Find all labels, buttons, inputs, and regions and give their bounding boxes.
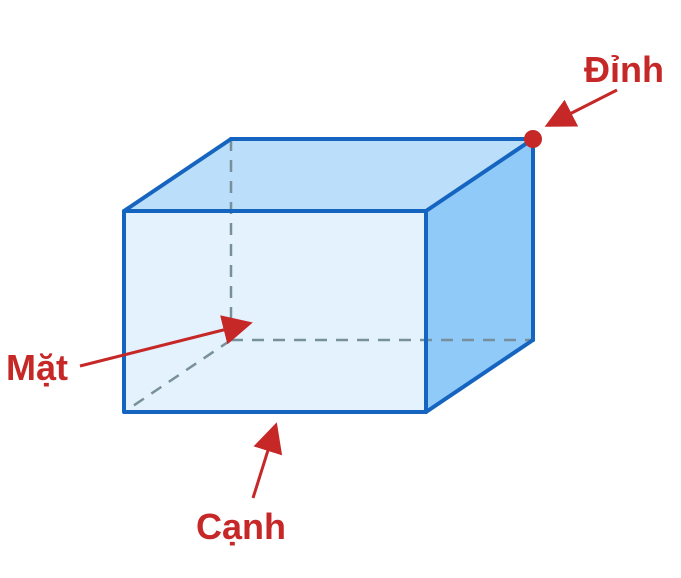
top-face [124, 139, 533, 211]
edge-top-right-depth [424, 137, 535, 213]
face-label: Mặt [6, 347, 68, 388]
edge-bottom-right-depth [424, 338, 535, 414]
vertex-arrow [544, 88, 618, 127]
side-face [426, 139, 533, 412]
vertex-dot [524, 130, 542, 148]
front-face [124, 211, 426, 412]
visible-edges [122, 137, 535, 414]
edge-label: Cạnh [196, 506, 286, 547]
front-face-outline [122, 209, 428, 414]
face-arrow [79, 315, 253, 368]
hidden-edge-depth [123, 338, 232, 414]
edge-top-left-depth [122, 137, 233, 213]
hidden-edges [123, 139, 533, 414]
vertex-label: Đỉnh [584, 49, 664, 90]
edge-arrow [251, 422, 283, 499]
